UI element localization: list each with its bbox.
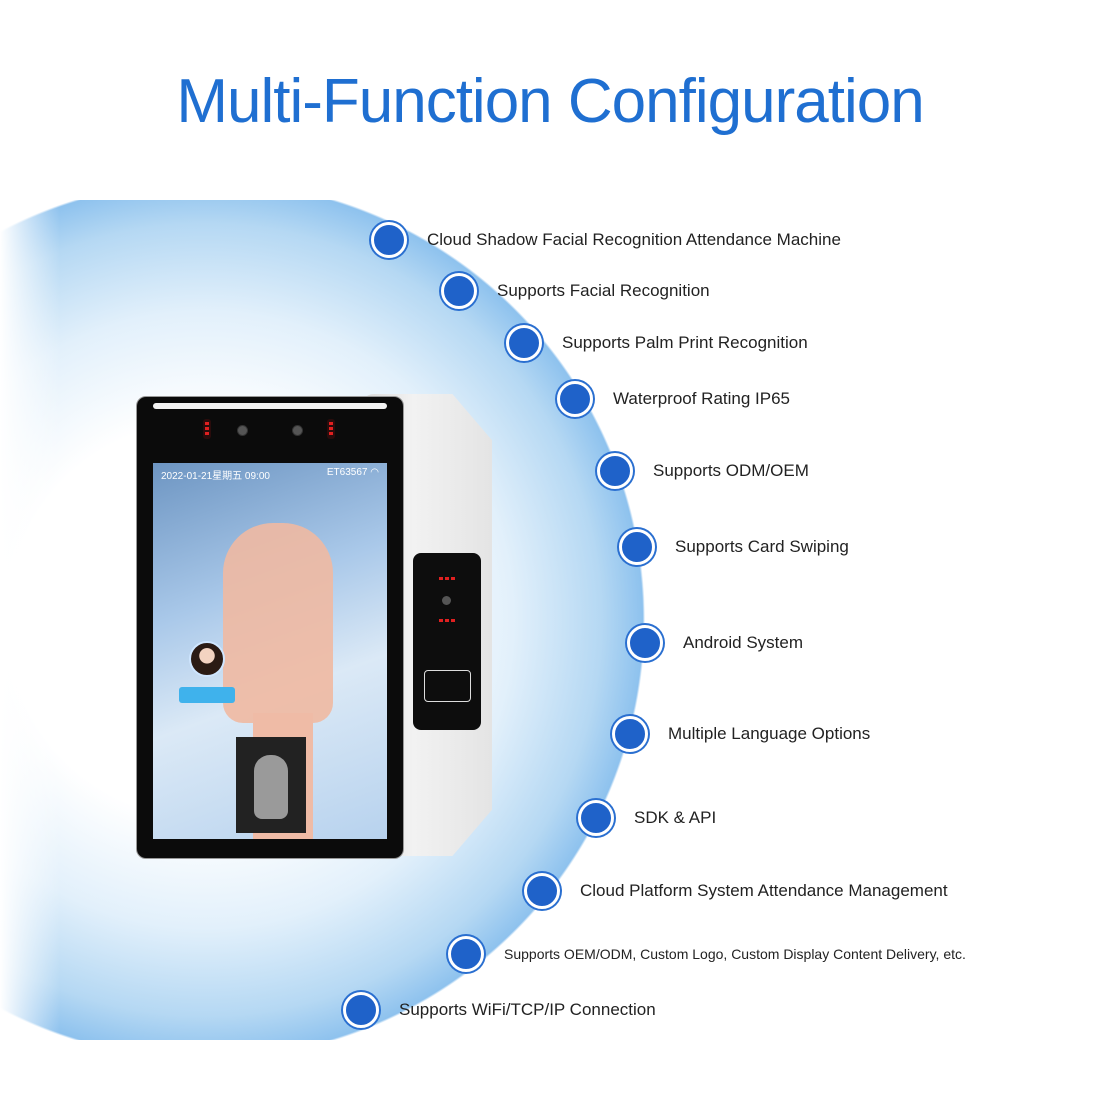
feature-item: Multiple Language Options: [612, 716, 870, 752]
feature-item: Supports ODM/OEM: [597, 453, 809, 489]
feature-item: Cloud Shadow Facial Recognition Attendan…: [371, 222, 841, 258]
bullet-icon: [441, 273, 477, 309]
device-screen: 2022-01-21星期五 09:00 ET63567 ◠: [153, 463, 387, 839]
feature-item: Waterproof Rating IP65: [557, 381, 790, 417]
feature-item: Supports Palm Print Recognition: [506, 325, 808, 361]
feature-item: Supports Facial Recognition: [441, 273, 710, 309]
feature-label: Supports Palm Print Recognition: [562, 333, 808, 352]
screen-device-id: ET63567 ◠: [327, 467, 379, 482]
feature-label: SDK & API: [634, 808, 717, 827]
bullet-icon: [557, 381, 593, 417]
feature-item: Android System: [627, 625, 803, 661]
recognition-success-badge: [179, 687, 235, 703]
feature-label: Supports Facial Recognition: [497, 281, 710, 300]
feature-label: Supports ODM/OEM: [653, 461, 809, 480]
palm-scan-preview: [236, 737, 306, 833]
face-avatar: [189, 641, 225, 677]
feature-label: Cloud Shadow Facial Recognition Attendan…: [427, 230, 841, 249]
ir-sensor-icon: [439, 577, 455, 580]
camera-icon: [292, 425, 303, 436]
page-title: Multi-Function Configuration: [176, 67, 924, 136]
feature-label: Supports Card Swiping: [675, 537, 849, 556]
camera-icon: [442, 596, 451, 605]
feature-item: Supports WiFi/TCP/IP Connection: [343, 992, 656, 1028]
glow-fade: [0, 180, 60, 1060]
bullet-icon: [343, 992, 379, 1028]
hand-image: [223, 523, 333, 723]
feature-label: Waterproof Rating IP65: [613, 389, 791, 408]
bullet-icon: [448, 936, 484, 972]
bullet-icon: [612, 716, 648, 752]
screen-datetime: 2022-01-21星期五 09:00: [161, 471, 270, 482]
light-bar: [153, 403, 387, 409]
bullet-icon: [627, 625, 663, 661]
bullet-icon: [619, 529, 655, 565]
camera-icon: [237, 425, 248, 436]
wifi-icon: ◠: [370, 467, 379, 478]
bullet-icon: [371, 222, 407, 258]
device-front-panel: 2022-01-21星期五 09:00 ET63567 ◠: [136, 396, 404, 859]
screen-status-bar: 2022-01-21星期五 09:00 ET63567 ◠: [161, 467, 379, 482]
card-reader-module: [413, 553, 481, 730]
feature-label: Cloud Platform System Attendance Managem…: [580, 881, 948, 900]
feature-label: Multiple Language Options: [668, 724, 871, 743]
bullet-icon: [524, 873, 560, 909]
bullet-icon: [597, 453, 633, 489]
feature-item: Cloud Platform System Attendance Managem…: [524, 873, 948, 909]
card-reader-icon: [424, 670, 471, 702]
ir-sensor-icon: [203, 419, 211, 439]
bullet-icon: [578, 800, 614, 836]
feature-item: SDK & API: [578, 800, 716, 836]
feature-label: Supports WiFi/TCP/IP Connection: [399, 1000, 656, 1019]
feature-label: Supports OEM/ODM, Custom Logo, Custom Di…: [504, 946, 966, 962]
ir-sensor-icon: [439, 619, 455, 622]
device-id-text: ET63567: [326, 467, 368, 478]
bullet-icon: [506, 325, 542, 361]
feature-item: Supports Card Swiping: [619, 529, 849, 565]
ir-sensor-icon: [327, 419, 335, 439]
feature-item: Supports OEM/ODM, Custom Logo, Custom Di…: [448, 936, 966, 972]
feature-label: Android System: [683, 633, 803, 652]
